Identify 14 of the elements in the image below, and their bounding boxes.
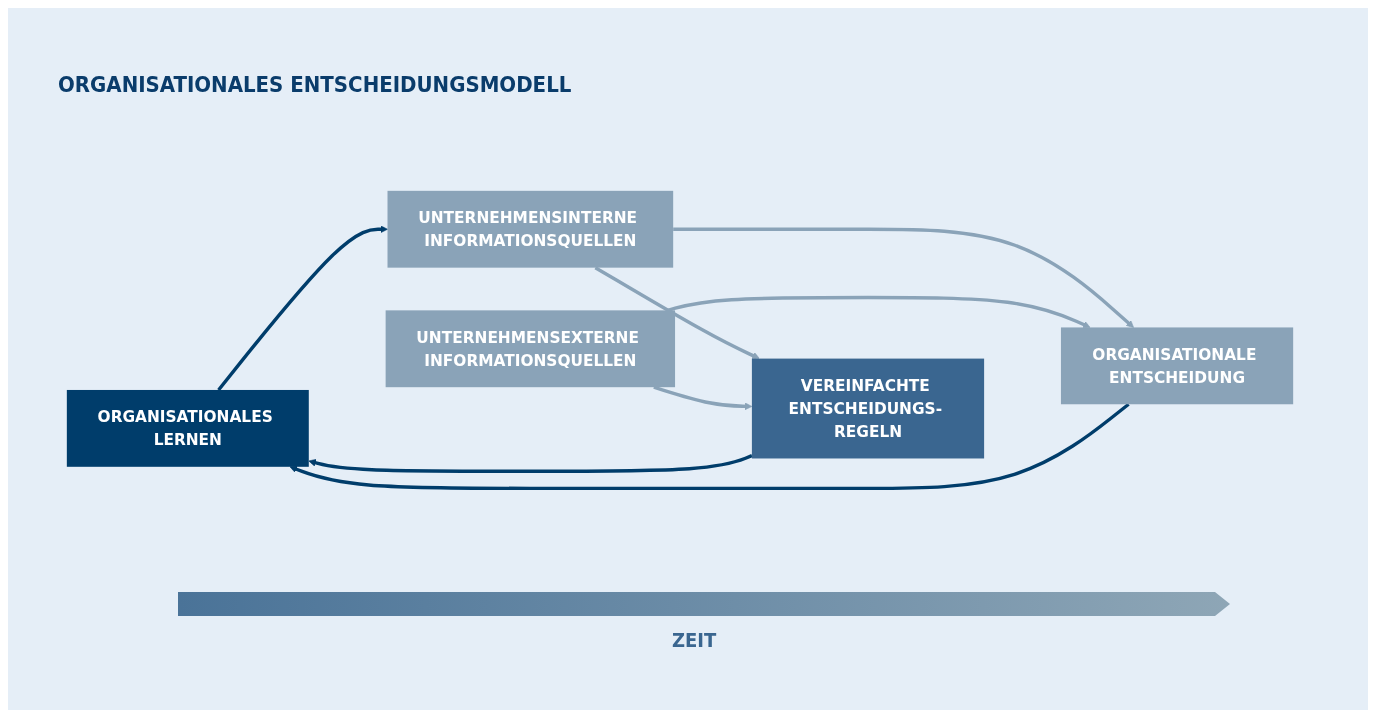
- arrow: [289, 403, 1130, 491]
- arrow: [217, 225, 388, 392]
- arrow: [653, 385, 753, 411]
- arrow: [673, 227, 1134, 329]
- node-box: UNTERNEHMENSINTERNE INFORMATIONSQUELLEN: [387, 191, 674, 269]
- axis-label: ZEIT: [672, 628, 717, 652]
- diagram-title: ORGANISATIONALES ENTSCHEIDUNGSMODELL: [58, 72, 572, 97]
- node-box: VEREINFACHTE ENTSCHEIDUNGS- REGELN: [751, 359, 985, 459]
- node-box: ORGANISATIONALE ENTSCHEIDUNG: [1060, 327, 1294, 405]
- node-box: ORGANISATIONALES LERNEN: [66, 390, 309, 468]
- node-box: UNTERNEHMENSEXTERNE INFORMATIONSQUELLEN: [385, 310, 676, 388]
- arrow: [667, 296, 1091, 329]
- arrow: [308, 454, 753, 474]
- arrow: [594, 266, 760, 360]
